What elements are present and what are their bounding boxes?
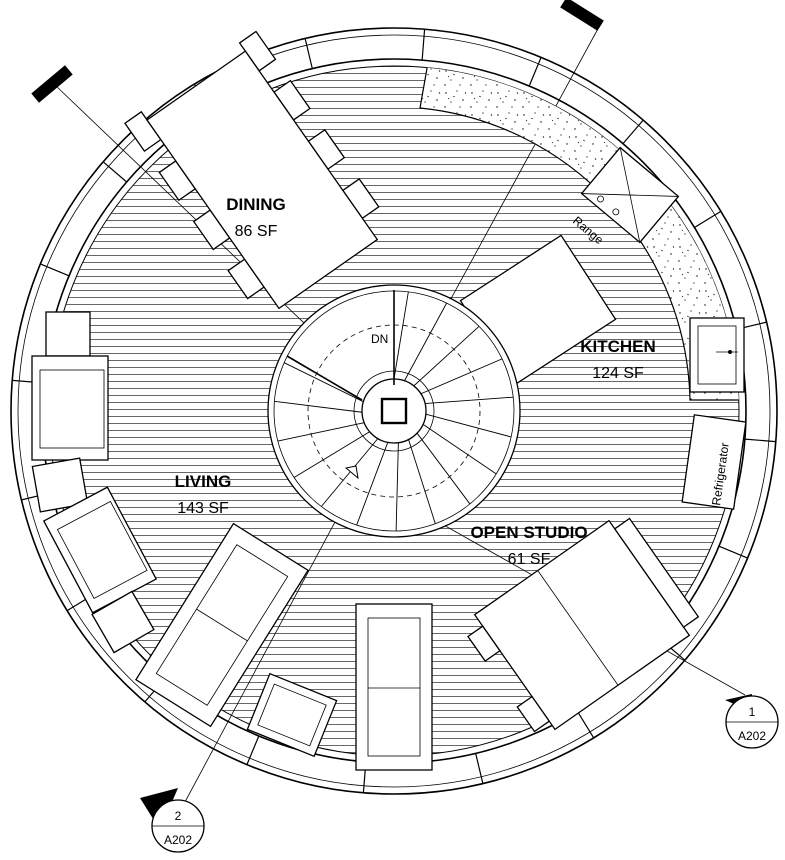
section-tag-2[interactable]: 2 A202 (140, 788, 205, 853)
wall-joint (475, 753, 484, 784)
room-name-open-studio: OPEN STUDIO (470, 523, 587, 542)
wall-joint (528, 57, 542, 87)
stair-tread (277, 422, 365, 442)
wall-joint (694, 210, 722, 229)
wall-joint (304, 38, 313, 69)
dining-table (146, 50, 379, 310)
stair-down-label: DN (371, 332, 388, 346)
stair-tread (395, 442, 399, 531)
section-tag-1-sheet: A202 (738, 729, 766, 743)
sofa-1 (135, 522, 309, 728)
side-table-2 (31, 457, 89, 513)
room-name-kitchen: KITCHEN (580, 337, 656, 356)
stair-treads (274, 291, 514, 531)
stair-tread (404, 302, 448, 381)
section-tag-2-number: 2 (175, 809, 182, 823)
room-area-living: 143 SF (177, 500, 229, 517)
section-tag-1[interactable]: 1 A202 (725, 694, 779, 749)
side-table-3 (91, 590, 155, 654)
dining-set (124, 30, 380, 310)
wall-joint (102, 161, 128, 183)
refrigerator (681, 414, 747, 510)
wall-joint (744, 438, 776, 443)
wall-joint (246, 735, 260, 765)
room-name-living: LIVING (175, 472, 232, 491)
room-area-open-studio: 61 SF (508, 551, 551, 568)
stair-center-post (380, 397, 408, 425)
sofa-2 (355, 603, 433, 771)
room-area-kitchen: 124 SF (592, 365, 644, 382)
stair-tread (408, 439, 436, 524)
stair-tread (413, 326, 480, 387)
wall-joint (622, 119, 644, 145)
stair-tread (416, 432, 471, 505)
section-tag-2-sheet: A202 (164, 833, 192, 847)
stair-tread (274, 400, 363, 413)
stair-tread (393, 291, 409, 380)
stair-tread (293, 431, 370, 478)
stair-tread (420, 358, 503, 395)
wall-joint (421, 29, 426, 61)
stair-tread (356, 442, 389, 526)
room-name-dining: DINING (226, 195, 286, 214)
stair-tread (321, 438, 379, 507)
stair-tread (425, 396, 514, 404)
stair-tread (283, 362, 364, 403)
bed (467, 517, 700, 733)
wall-joint (576, 711, 595, 739)
room-area-dining: 86 SF (235, 223, 278, 240)
spiral-stair (267, 284, 521, 538)
side-table (45, 311, 91, 357)
armchair-1 (31, 355, 109, 461)
wall-joint (718, 545, 748, 559)
stair-tread (422, 424, 497, 475)
stair-tread (425, 413, 512, 438)
wall-joint (40, 263, 70, 277)
kitchen-sink (689, 317, 745, 393)
section-tag-1-number: 1 (749, 705, 756, 719)
coffee-table (246, 672, 338, 758)
range (580, 146, 680, 244)
